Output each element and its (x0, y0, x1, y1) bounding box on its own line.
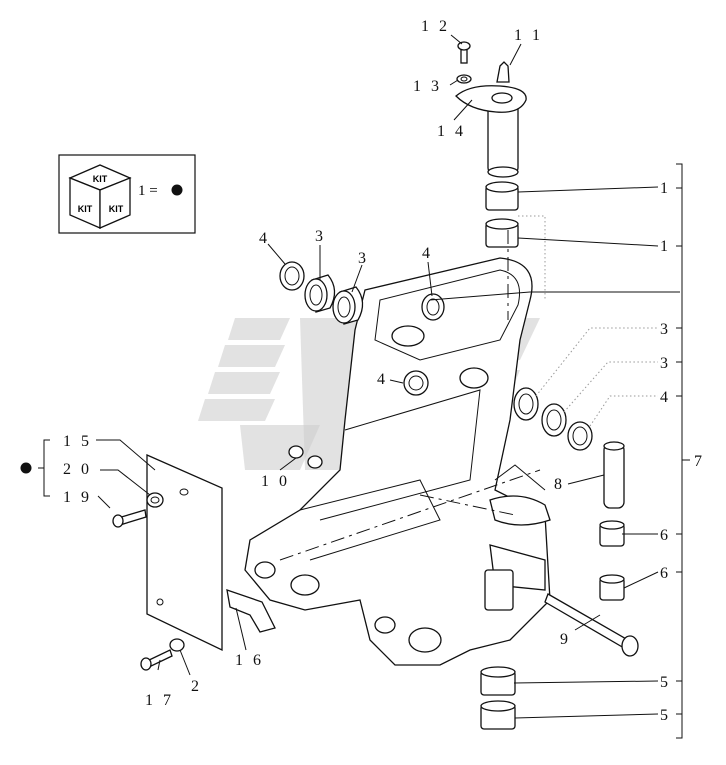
bushings-top (485, 181, 519, 248)
callout-labels: 1 2 1 1 1 3 1 4 4 3 3 4 4 1 0 8 9 1 6 1 … (145, 18, 571, 709)
right-label-5b: 5 (660, 707, 671, 724)
cover-plate-assembly (112, 454, 276, 671)
right-label-1b: 1 (660, 238, 671, 255)
kit-cube-label-left: KIT (78, 204, 93, 214)
kit-cube-label-top: KIT (93, 174, 108, 184)
callout-10: 1 0 (261, 473, 290, 490)
kit-dot-icon-left (20, 462, 32, 474)
right-list-labels: 1 1 3 3 4 6 6 5 5 7 (660, 180, 705, 724)
callout-4-mid: 4 (422, 245, 433, 262)
bottom-bushings (480, 666, 516, 730)
kit-legend-box: KIT KIT KIT 1 = (58, 154, 196, 234)
left-bushings (279, 261, 445, 396)
kit-equation: 1 = (138, 183, 158, 199)
bolts-10 (288, 445, 323, 469)
kit-dot-icon (171, 184, 183, 196)
right-label-5a: 5 (660, 674, 671, 691)
right-label-1a: 1 (660, 180, 671, 197)
right-label-3a: 3 (660, 321, 671, 338)
left-label-15: 1 5 (63, 433, 92, 450)
group-bracket-left (20, 439, 50, 497)
right-bushings (513, 387, 593, 451)
swing-bracket-body (244, 230, 551, 666)
group-bracket-right (676, 163, 690, 739)
right-label-6b: 6 (660, 565, 671, 582)
callout-8: 8 (554, 476, 565, 493)
pin-and-bushings-lower (544, 441, 639, 657)
left-list-labels: 1 5 2 0 1 9 (63, 433, 92, 506)
callout-4-left: 4 (259, 230, 270, 247)
callout-4-center: 4 (377, 371, 388, 388)
kit-cube-icon: KIT KIT KIT (68, 164, 132, 229)
top-pin-assembly (455, 41, 527, 178)
right-label-3b: 3 (660, 355, 671, 372)
leader-lines (96, 34, 680, 719)
callout-11: 1 1 (514, 27, 543, 44)
left-label-20: 2 0 (63, 461, 92, 478)
kit-cube-label-right: KIT (109, 204, 124, 214)
callout-14: 1 4 (437, 123, 466, 140)
callout-2: 2 (191, 678, 202, 695)
right-label-6a: 6 (660, 527, 671, 544)
callout-13: 1 3 (413, 78, 442, 95)
callout-3-left-a: 3 (315, 228, 326, 245)
right-label-4: 4 (660, 389, 671, 406)
callout-17: 1 7 (145, 692, 174, 709)
callout-3-left-b: 3 (358, 250, 369, 267)
left-label-19: 1 9 (63, 489, 92, 506)
callout-16: 1 6 (235, 652, 264, 669)
callout-9: 9 (560, 631, 571, 648)
callout-12: 1 2 (421, 18, 450, 35)
group-label-7: 7 (694, 453, 705, 470)
